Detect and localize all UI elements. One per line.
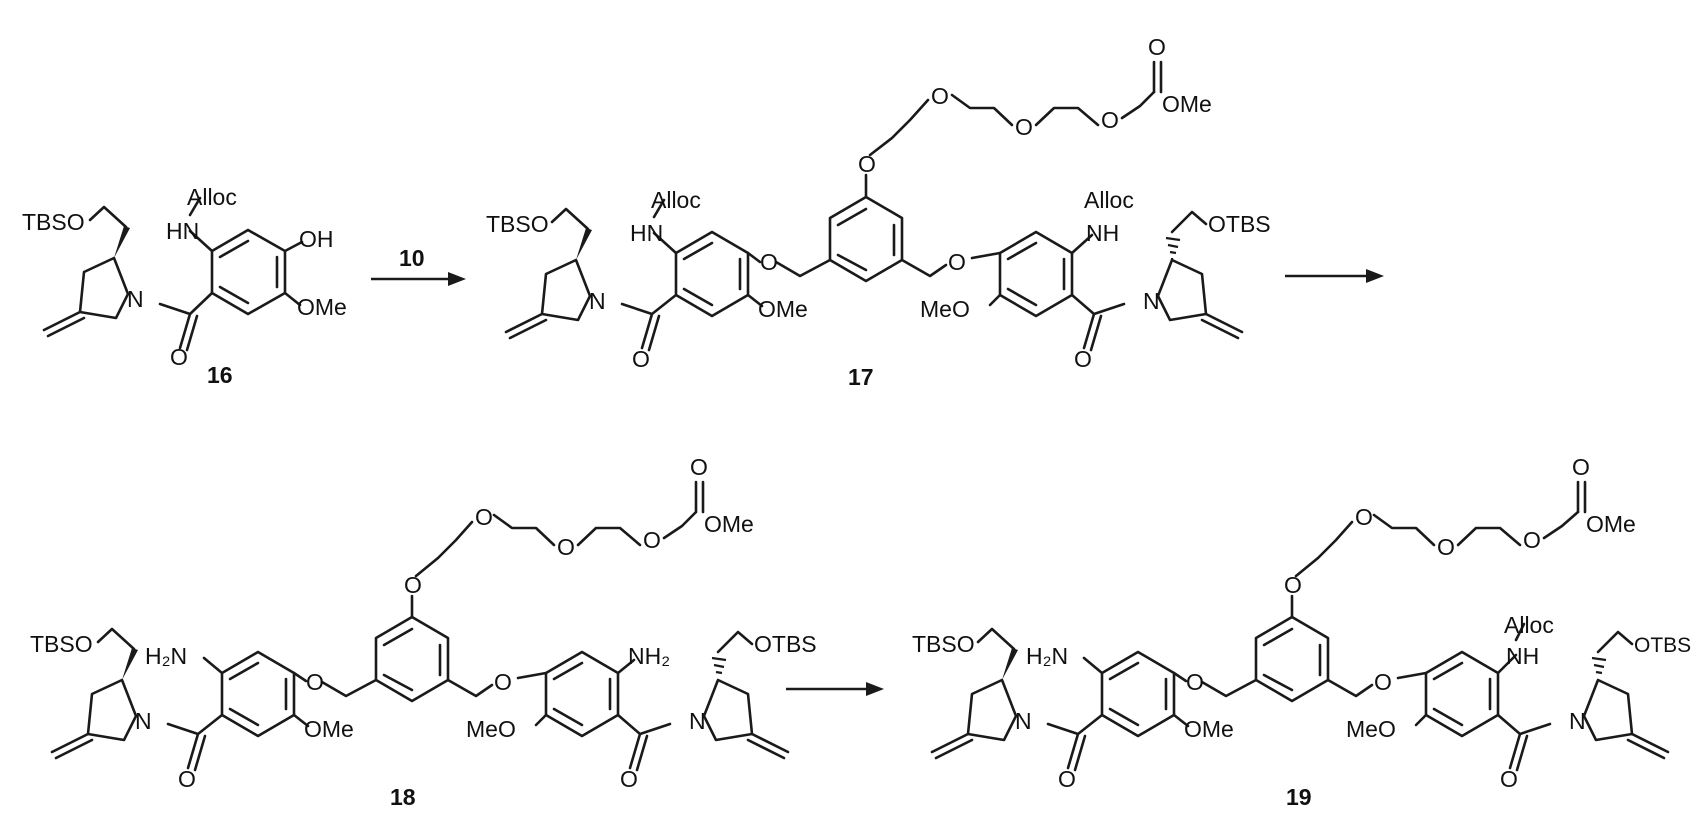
reaction-arrow (371, 272, 466, 286)
atom-label-nh2: NH₂ (628, 643, 670, 669)
atom-label-o: O (1500, 766, 1518, 792)
atom-label-n: N (1569, 708, 1586, 734)
atom-label-o: O (1074, 346, 1092, 372)
atom-label-n: N (689, 708, 706, 734)
atom-label-o: O (760, 249, 778, 275)
atom-label-ome: OMe (304, 716, 354, 742)
atom-label-ome: OMe (758, 296, 808, 322)
atom-label-tbso: TBSO (486, 211, 549, 237)
atom-label-o: O (1058, 766, 1076, 792)
atom-label-otbs: OTBS (754, 631, 817, 657)
atom-label-o: O (170, 344, 188, 370)
atom-label-hn: HN (630, 220, 663, 246)
compound-number: 18 (390, 784, 416, 810)
atom-label-otbs: OTBS (1208, 211, 1271, 237)
atom-label-o: O (404, 572, 422, 598)
reaction-arrow (1285, 269, 1384, 283)
atom-label-o: O (632, 346, 650, 372)
atom-label-nh: NH (1506, 643, 1539, 669)
atom-label-alloc: Alloc (1084, 187, 1134, 213)
atom-label-meo: MeO (466, 716, 516, 742)
atom-label-o: O (690, 454, 708, 480)
atom-label-o: O (494, 669, 512, 695)
compound-number: 17 (848, 364, 874, 390)
atom-label-o: O (948, 249, 966, 275)
atom-label-o: O (475, 504, 493, 530)
atom-label-alloc: Alloc (1504, 612, 1554, 638)
atom-label-o: O (1284, 572, 1302, 598)
reaction-arrow (786, 682, 884, 696)
compound-number: 19 (1286, 784, 1312, 810)
atom-label-h2n: H₂N (1026, 643, 1068, 669)
atom-label-ome: OMe (1162, 91, 1212, 117)
atom-label-tbso: TBSO (30, 631, 93, 657)
atom-label-otbs: OTBS (1634, 634, 1691, 657)
atom-label-o: O (1355, 504, 1373, 530)
atom-label-n: N (1015, 708, 1032, 734)
compound-18-structure (52, 482, 788, 770)
atom-label-h2n: H₂N (145, 643, 187, 669)
atom-label-ome: OMe (1184, 716, 1234, 742)
atom-label-n: N (135, 708, 152, 734)
atom-label-nh: NH (1086, 220, 1119, 246)
atom-label-n: N (1143, 288, 1160, 314)
atom-label-tbso: TBSO (22, 209, 85, 235)
atom-label-meo: MeO (920, 296, 970, 322)
atom-label-ome: OMe (297, 294, 347, 320)
atom-label-tbso: TBSO (912, 631, 975, 657)
atom-label-o: O (1186, 669, 1204, 695)
atom-label-o: O (643, 527, 661, 553)
atom-label-ome: OMe (1586, 511, 1636, 537)
atom-label-n: N (589, 288, 606, 314)
atom-label-o: O (1437, 534, 1455, 560)
atom-label-o: O (620, 766, 638, 792)
atom-label-alloc: Alloc (651, 187, 701, 213)
atom-label-o: O (1572, 454, 1590, 480)
atom-label-o: O (858, 151, 876, 177)
compound-19-structure (932, 482, 1668, 770)
compound-number: 16 (207, 362, 233, 388)
atom-label-o: O (1523, 527, 1541, 553)
atom-label-o: O (1374, 669, 1392, 695)
atom-label-o: O (306, 669, 324, 695)
atom-label-o: O (557, 534, 575, 560)
reagent-label: 10 (399, 245, 425, 271)
atom-label-hn: HN (166, 218, 199, 244)
atom-label-o: O (1148, 34, 1166, 60)
atom-label-ome: OMe (704, 511, 754, 537)
atom-label-o: O (1015, 114, 1033, 140)
atom-label-meo: MeO (1346, 716, 1396, 742)
atom-label-o: O (178, 766, 196, 792)
atom-label-oh: OH (299, 226, 334, 252)
atom-label-o: O (1101, 107, 1119, 133)
atom-label-alloc: Alloc (187, 184, 237, 210)
atom-label-o: O (931, 83, 949, 109)
atom-label-n: N (127, 286, 144, 312)
